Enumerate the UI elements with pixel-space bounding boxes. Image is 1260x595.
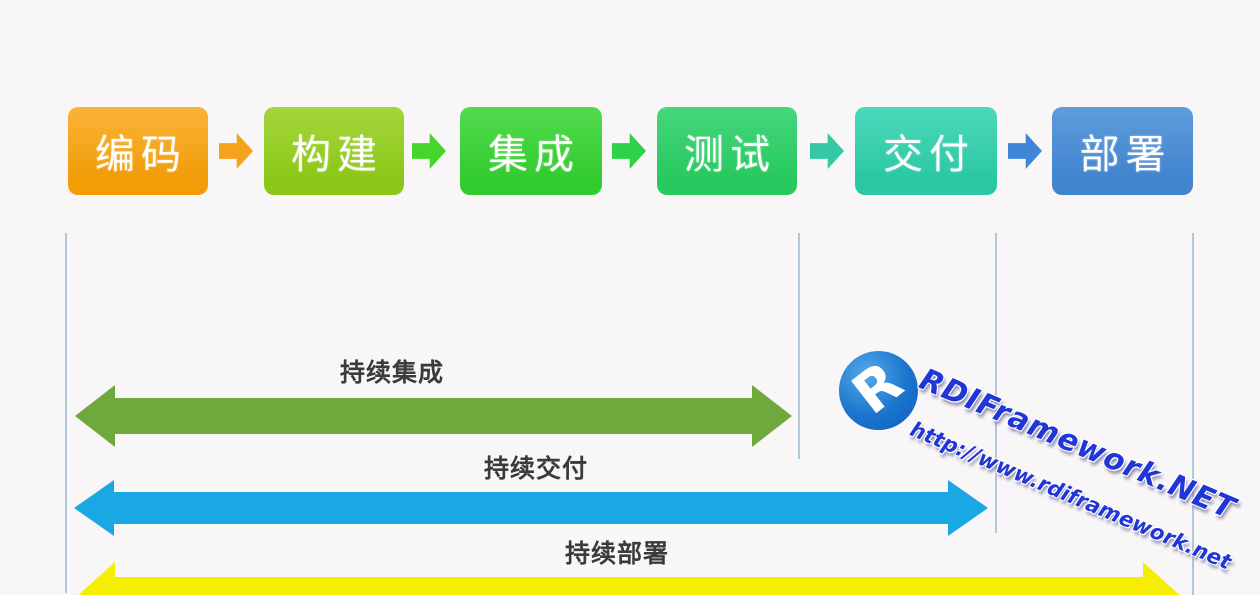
span-arrow-continuous-delivery <box>74 480 988 536</box>
flow-arrow-icon-5 <box>1008 133 1042 169</box>
flow-arrow-icon-2 <box>412 133 446 169</box>
stage-box-integration: 集成 <box>460 107 602 195</box>
arrow-bar <box>112 492 950 524</box>
stage-box-build: 构建 <box>264 107 404 195</box>
stage-box-coding: 编码 <box>68 107 208 195</box>
stage-label-delivery: 交付 <box>883 132 975 178</box>
guide-line-delivery-right <box>995 233 997 533</box>
guide-line-testing-right <box>798 233 800 459</box>
stage-label-coding: 编码 <box>95 132 187 178</box>
rdiframework-logo-icon: R <box>839 349 918 430</box>
flow-arrow-icon-1 <box>219 133 253 169</box>
arrow-head-left-icon <box>75 385 115 447</box>
arrow-head-right-icon <box>1143 562 1185 595</box>
flow-arrow-icon-4 <box>810 133 844 169</box>
arrow-head-left-icon <box>73 562 115 595</box>
logo-letter: R <box>840 349 915 427</box>
arrow-head-right-icon <box>948 480 988 536</box>
span-arrow-continuous-deployment <box>73 562 1185 595</box>
stage-label-deployment: 部署 <box>1079 132 1172 178</box>
span-arrow-continuous-integration <box>75 385 792 447</box>
stage-box-testing: 测试 <box>657 107 797 195</box>
stage-box-delivery: 交付 <box>855 107 997 195</box>
flow-arrow-icon-3 <box>612 133 646 169</box>
span-label-continuous-integration: 持续集成 <box>339 358 444 387</box>
span-label-continuous-deployment: 持续部署 <box>564 539 669 568</box>
guide-line-coding-left <box>65 233 67 593</box>
stage-label-build: 构建 <box>291 132 383 178</box>
stage-box-deployment: 部署 <box>1052 107 1193 195</box>
arrow-bar <box>113 398 754 434</box>
guide-line-deployment-right <box>1192 233 1194 595</box>
arrow-head-right-icon <box>752 385 792 447</box>
arrow-bar <box>113 577 1145 595</box>
arrow-head-left-icon <box>74 480 114 536</box>
stage-label-integration: 集成 <box>488 132 580 178</box>
span-label-continuous-delivery: 持续交付 <box>483 454 588 483</box>
stage-label-testing: 测试 <box>684 132 776 178</box>
